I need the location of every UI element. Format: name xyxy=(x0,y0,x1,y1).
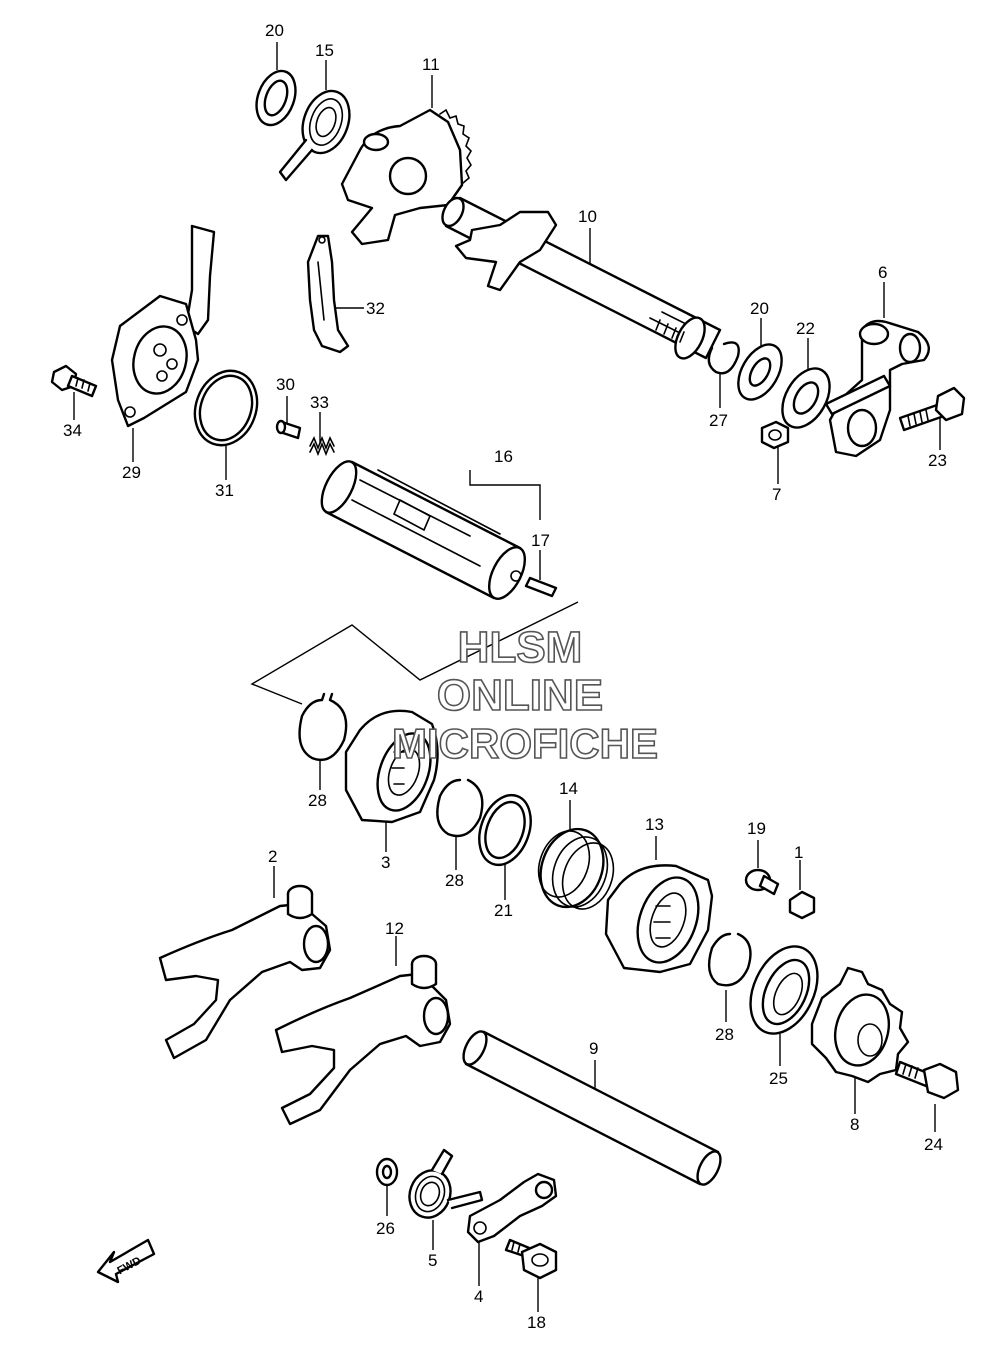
nut-7 xyxy=(760,420,790,450)
leader-lines xyxy=(73,42,941,1312)
bolt-23 xyxy=(898,386,966,432)
callout-32: 32 xyxy=(366,299,385,318)
watermark-line2: ONLINE xyxy=(437,671,603,720)
bolt-24 xyxy=(894,1060,960,1100)
callouts: 20 15 11 10 6 32 20 22 30 33 27 34 23 16… xyxy=(63,21,947,1332)
callout-18: 18 xyxy=(527,1313,546,1332)
fork-shaft-9 xyxy=(462,1030,722,1186)
clip-32 xyxy=(306,234,350,354)
bolt-19 xyxy=(744,868,780,896)
pin-30 xyxy=(275,419,302,440)
pin-17 xyxy=(524,576,558,598)
callout-7: 7 xyxy=(772,485,781,504)
nut-1 xyxy=(788,890,816,920)
callout-8: 8 xyxy=(850,1115,859,1134)
callout-17: 17 xyxy=(531,531,550,550)
spring-33 xyxy=(309,435,335,457)
callout-33: 33 xyxy=(310,393,329,412)
washer-20-top xyxy=(255,69,297,127)
callout-4: 4 xyxy=(474,1287,483,1306)
shift-fork-12 xyxy=(274,954,452,1126)
callout-9: 9 xyxy=(589,1039,598,1058)
callout-23: 23 xyxy=(928,451,947,470)
gear-8 xyxy=(810,966,910,1084)
callout-26: 26 xyxy=(376,1219,395,1238)
o-ring-31 xyxy=(193,369,259,447)
callout-19: 19 xyxy=(747,819,766,838)
callout-2: 2 xyxy=(268,847,277,866)
spring-14 xyxy=(537,827,615,910)
fwd-arrow-icon: FWD xyxy=(96,1238,156,1284)
stopper-arm-6 xyxy=(824,319,930,458)
shift-cam-13 xyxy=(604,864,714,974)
callout-34: 34 xyxy=(63,421,82,440)
callout-21: 21 xyxy=(494,901,513,920)
callout-10: 10 xyxy=(578,207,597,226)
bearing-25 xyxy=(749,945,819,1035)
callout-22: 22 xyxy=(796,319,815,338)
callout-15: 15 xyxy=(315,41,334,60)
callout-28-right: 28 xyxy=(715,1025,734,1044)
bolt-34 xyxy=(50,364,98,398)
shift-fork-2 xyxy=(158,884,332,1060)
callout-11: 11 xyxy=(422,55,440,74)
oil-seal-22 xyxy=(781,367,831,429)
circlip-28-mid xyxy=(436,778,484,838)
spring-15 xyxy=(278,89,351,182)
stopper-lever-4 xyxy=(466,1172,558,1244)
watermark: HLSM ONLINE MICROFICHE xyxy=(391,622,659,768)
callout-29: 29 xyxy=(122,463,141,482)
watermark-line3: MICROFICHE xyxy=(392,720,658,767)
callout-5: 5 xyxy=(428,1251,437,1270)
callout-16: 16 xyxy=(494,447,513,466)
washer-26 xyxy=(375,1157,399,1187)
circlip-27 xyxy=(707,341,740,375)
callout-28-mid: 28 xyxy=(445,871,464,890)
callout-30: 30 xyxy=(276,375,295,394)
shift-cam-3 xyxy=(344,709,439,824)
circlip-28-left xyxy=(298,692,348,762)
callout-3: 3 xyxy=(381,853,390,872)
callout-25: 25 xyxy=(769,1069,788,1088)
callout-14: 14 xyxy=(559,779,578,798)
washer-20-right xyxy=(737,343,783,401)
callout-20-top: 20 xyxy=(265,21,284,40)
cover-29 xyxy=(110,224,216,428)
callout-27: 27 xyxy=(709,411,728,430)
callout-20-right: 20 xyxy=(750,299,769,318)
callout-28-left: 28 xyxy=(308,791,327,810)
callout-13: 13 xyxy=(645,815,664,834)
washer-21 xyxy=(478,793,532,867)
gearshift-shaft-10 xyxy=(441,196,722,360)
bolt-18 xyxy=(504,1238,558,1280)
gearshift-cam-16 xyxy=(320,460,527,600)
callout-31: 31 xyxy=(215,481,234,500)
callout-6: 6 xyxy=(878,263,887,282)
shift-arm-11 xyxy=(340,108,472,246)
circlip-28-right xyxy=(707,932,752,987)
callout-12: 12 xyxy=(385,919,404,938)
callout-1: 1 xyxy=(794,843,803,862)
spring-5 xyxy=(408,1148,484,1219)
callout-24: 24 xyxy=(924,1135,943,1154)
watermark-line1: HLSM xyxy=(458,623,583,672)
